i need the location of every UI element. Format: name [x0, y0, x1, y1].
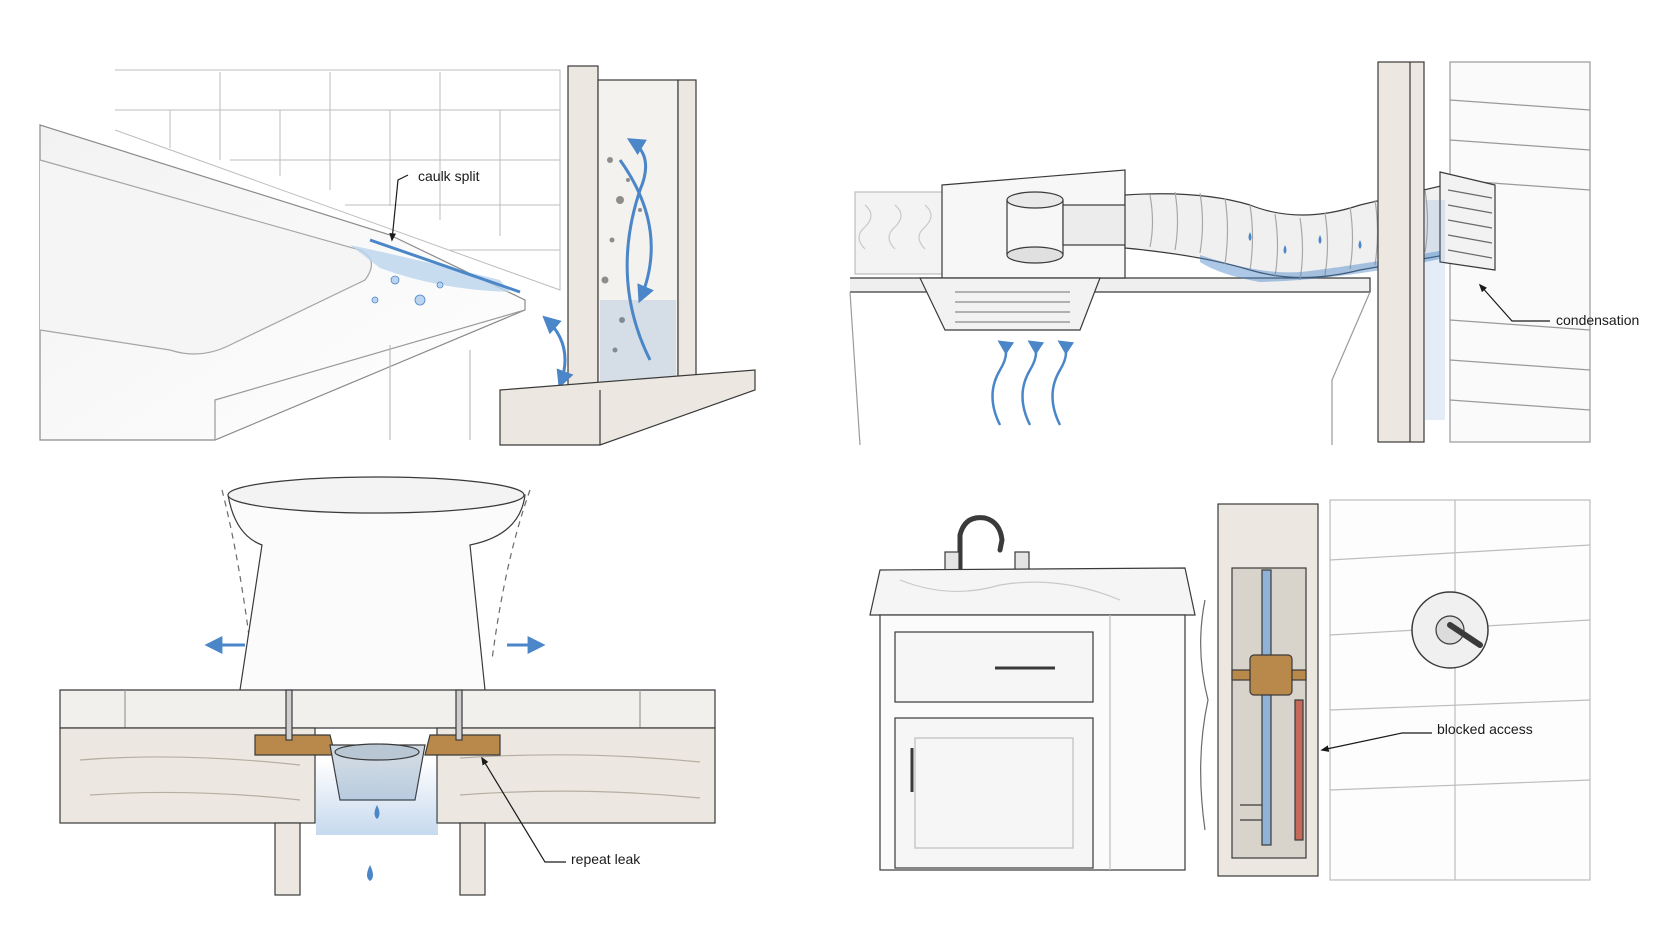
exhaust-fan-housing [941, 169, 1126, 279]
toilet-flange-panel [59, 476, 716, 896]
repeat-leak-leader [481, 756, 566, 863]
moisture-arrow-up [625, 138, 652, 361]
caulk-split-leader [389, 174, 409, 242]
moisture-arrow-wall [542, 315, 574, 389]
exterior-vent-hood [1439, 171, 1496, 271]
shower-valve-body [1249, 654, 1293, 696]
floor-joist-right [459, 822, 486, 896]
leak-drop-2 [367, 865, 373, 881]
humid-air-arrow-1 [991, 340, 1015, 426]
blocked-access-leader [1320, 732, 1432, 752]
vanity-drawer [894, 631, 1094, 703]
wall-stud-left [567, 65, 599, 427]
moisture-arrow-down [618, 159, 654, 304]
tub-wall-panel [39, 65, 756, 446]
floor-plate [499, 369, 756, 446]
exterior-wall-framing [1377, 61, 1425, 443]
closet-bolt-left [285, 689, 293, 741]
mold-patch [601, 157, 642, 353]
wall-stud-right [677, 79, 697, 401]
humid-air-arrow-2 [1021, 340, 1045, 426]
condensation-leader [1478, 283, 1550, 322]
fan-duct-panel [849, 61, 1591, 446]
shower-valve-handle [1447, 622, 1483, 648]
marble-countertop [869, 567, 1196, 616]
tile-floor [59, 689, 716, 729]
rusted-flange [254, 734, 501, 756]
vanity-access-panel [869, 499, 1591, 881]
toilet-rock-outline [221, 489, 531, 661]
tile-wall [114, 69, 561, 291]
hot-water-pipe [1294, 699, 1304, 841]
callout-blocked-access: blocked access [1437, 721, 1533, 737]
callout-repeat-leak: repeat leak [571, 851, 641, 867]
humid-air-arrow-3 [1051, 340, 1075, 426]
faucet [957, 515, 1005, 593]
vanity-door [894, 717, 1094, 869]
caulk-joint [369, 238, 521, 294]
shower-tile-wall [1329, 499, 1591, 881]
floor-joist-left [274, 822, 301, 896]
water-on-rim [350, 245, 510, 292]
fan-grille [919, 277, 1101, 331]
callout-caulk-split: caulk split [418, 168, 480, 184]
duct-condensation [1200, 250, 1445, 282]
closet-bolt-right [455, 689, 463, 741]
leak-drop-1 [374, 805, 380, 819]
callout-condensation: condensation [1556, 312, 1640, 328]
toilet-bowl [227, 481, 526, 706]
cold-water-pipe [1261, 569, 1272, 846]
